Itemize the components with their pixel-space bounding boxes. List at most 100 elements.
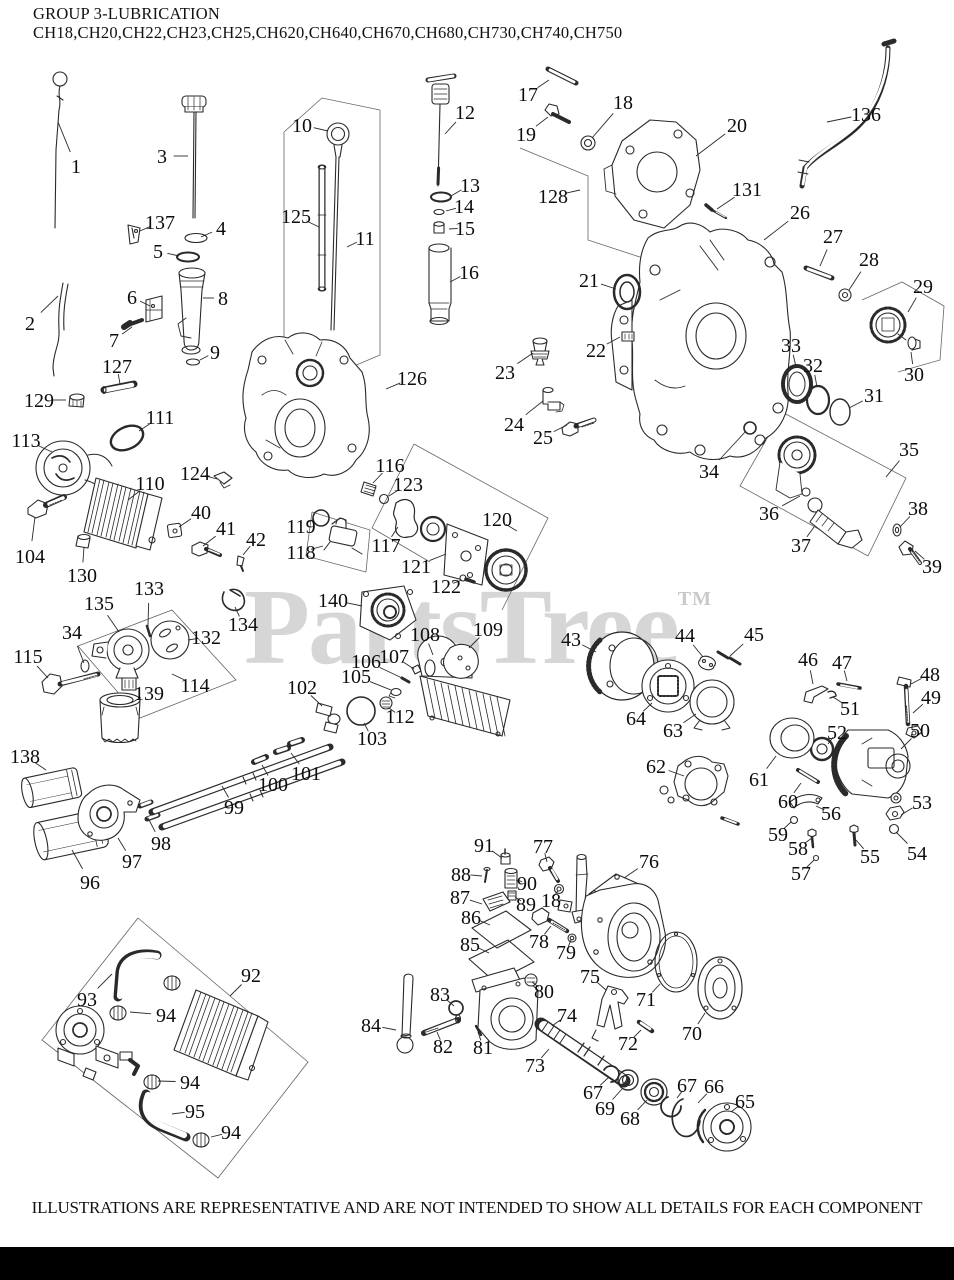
leader-line-94 xyxy=(157,1080,176,1082)
part-callout-32: 32 xyxy=(803,355,823,377)
leader-line-12 xyxy=(444,121,457,135)
part-callout-98: 98 xyxy=(151,833,171,855)
part-callout-21: 21 xyxy=(579,270,599,292)
part-callout-9: 9 xyxy=(210,342,220,364)
leader-line-133 xyxy=(147,602,150,627)
part-callout-87: 87 xyxy=(450,887,470,909)
leader-line-28 xyxy=(848,271,862,291)
part-callout-54: 54 xyxy=(907,843,927,865)
part-callout-95: 95 xyxy=(185,1101,205,1123)
part-callout-130: 130 xyxy=(67,565,97,587)
leader-line-135 xyxy=(107,615,120,633)
leader-line-105 xyxy=(369,681,392,691)
leader-line-136 xyxy=(826,116,852,123)
part-callout-96: 96 xyxy=(80,872,100,894)
part-callout-56: 56 xyxy=(821,803,841,825)
part-callout-137: 137 xyxy=(145,212,175,234)
part-callout-58: 58 xyxy=(788,838,808,860)
leader-line-132 xyxy=(187,637,198,641)
leader-line-108 xyxy=(428,643,434,656)
part-callout-41: 41 xyxy=(216,518,236,540)
leader-line-18 xyxy=(591,113,614,139)
leader-line-70 xyxy=(697,1012,706,1025)
leader-line-116 xyxy=(372,472,383,484)
part-callout-64: 64 xyxy=(626,708,646,730)
part-callout-28: 28 xyxy=(859,249,879,271)
part-callout-94: 94 xyxy=(156,1005,176,1027)
leader-line-103 xyxy=(363,722,369,732)
part-callout-100: 100 xyxy=(258,774,288,796)
part-callout-85: 85 xyxy=(460,934,480,956)
leader-line-19 xyxy=(535,116,549,127)
leader-line-17 xyxy=(537,79,550,89)
leader-line-46 xyxy=(809,670,814,685)
leader-line-37 xyxy=(806,526,815,538)
leader-line-123 xyxy=(388,489,400,497)
leader-line-80 xyxy=(531,981,539,988)
leader-line-114 xyxy=(171,673,185,681)
leader-line-66 xyxy=(697,1093,708,1104)
disclaimer-text: ILLUSTRATIONS ARE REPRESENTATIVE AND ARE… xyxy=(31,1198,923,1217)
part-callout-133: 133 xyxy=(134,578,164,600)
part-callout-94: 94 xyxy=(180,1072,200,1094)
part-callout-38: 38 xyxy=(908,498,928,520)
leader-line-15 xyxy=(448,227,458,230)
part-callout-74: 74 xyxy=(557,1005,577,1027)
leader-line-4 xyxy=(200,231,213,238)
part-callout-102: 102 xyxy=(287,677,317,699)
part-callout-73: 73 xyxy=(525,1055,545,1077)
part-callout-108: 108 xyxy=(410,624,440,646)
leader-line-74 xyxy=(551,1019,561,1027)
part-callout-34: 34 xyxy=(699,461,719,483)
leader-line-50 xyxy=(900,738,912,750)
leader-line-81 xyxy=(477,1031,482,1041)
part-callout-20: 20 xyxy=(727,115,747,137)
leader-line-33 xyxy=(792,354,797,368)
leader-line-22 xyxy=(606,336,621,345)
part-callout-24: 24 xyxy=(504,414,524,436)
leader-line-119 xyxy=(306,518,315,524)
part-callout-13: 13 xyxy=(460,175,480,197)
part-callout-14: 14 xyxy=(454,196,474,218)
part-callout-122: 122 xyxy=(431,576,461,598)
part-callout-114: 114 xyxy=(180,675,209,697)
part-callout-115: 115 xyxy=(13,646,42,668)
leader-line-88 xyxy=(470,874,483,877)
leader-line-134 xyxy=(234,606,240,617)
part-callout-126: 126 xyxy=(397,368,427,390)
leader-line-62 xyxy=(668,770,685,777)
leader-line-10 xyxy=(313,127,329,132)
part-callout-3: 3 xyxy=(157,146,167,168)
leader-line-36 xyxy=(781,495,801,507)
leader-line-40 xyxy=(178,518,192,528)
part-callout-53: 53 xyxy=(912,792,932,814)
part-callout-134: 134 xyxy=(228,614,258,636)
leader-line-75 xyxy=(596,981,607,991)
part-callout-111: 111 xyxy=(146,407,175,429)
part-callout-78: 78 xyxy=(529,931,549,953)
leader-line-67 xyxy=(676,1090,683,1099)
part-callout-107: 107 xyxy=(379,646,409,668)
part-callout-4: 4 xyxy=(216,218,226,240)
leader-line-73 xyxy=(540,1048,550,1059)
leader-line-102 xyxy=(310,695,323,707)
leader-line-26 xyxy=(763,220,789,241)
part-callout-106: 106 xyxy=(351,651,381,673)
leader-line-87 xyxy=(469,899,483,905)
part-callout-11: 11 xyxy=(355,228,374,250)
leader-line-52 xyxy=(827,737,834,745)
leader-line-51 xyxy=(832,696,843,704)
part-callout-82: 82 xyxy=(433,1036,453,1058)
part-callout-65: 65 xyxy=(735,1091,755,1113)
leader-line-64 xyxy=(642,702,653,712)
leader-line-111 xyxy=(138,422,151,432)
leader-line-60 xyxy=(793,782,802,794)
leader-line-110 xyxy=(127,490,141,501)
leader-line-63 xyxy=(683,713,697,724)
watermark-tm-mark: TM xyxy=(677,588,712,610)
leader-line-131 xyxy=(716,196,735,210)
leader-line-130 xyxy=(82,546,85,563)
leader-line-72 xyxy=(633,1029,642,1038)
part-callout-127: 127 xyxy=(102,356,132,378)
